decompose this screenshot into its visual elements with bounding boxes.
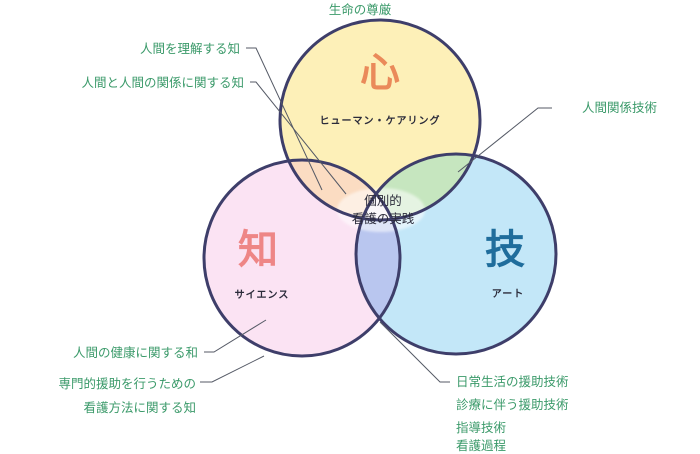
annotation-skill-1: 日常生活の援助技術 — [456, 374, 569, 389]
center-text-line1: 個別的 — [364, 193, 402, 208]
annotation-relations: 人間と人間の関係に関する知 — [81, 75, 244, 90]
annotation-relation-skill: 人間関係技術 — [582, 100, 657, 115]
top-label: 生命の尊厳 — [329, 2, 392, 17]
leader-relations — [250, 81, 347, 195]
heart-circle — [278, 18, 482, 222]
annotation-skill-4: 看護過程 — [456, 438, 507, 453]
center-text-line2: 看護の実践 — [352, 211, 415, 226]
knowledge-kanji: 知 — [238, 226, 278, 273]
annotation-understanding: 人間を理解する知 — [140, 41, 240, 56]
knowledge-subtitle: サイエンス — [235, 289, 290, 301]
leader-understanding — [246, 47, 323, 191]
heart-subtitle: ヒューマン・ケアリング — [320, 114, 441, 127]
annotation-skill-3: 指導技術 — [456, 420, 506, 435]
leader-health — [204, 319, 267, 353]
skill-kanji: 技 — [485, 226, 525, 273]
skill-circle — [354, 152, 558, 356]
annotation-nursing-knowledge-2: 看護方法に関する知 — [83, 400, 196, 415]
leader-skills — [379, 321, 450, 383]
center-glow — [337, 188, 425, 232]
annotation-skill-2: 診療に伴う援助技術 — [456, 397, 569, 412]
annotation-nursing-knowledge-1: 専門的援助を行うための — [58, 376, 196, 391]
annotation-health: 人間の健康に関する和 — [73, 345, 198, 360]
leader-relation-skill — [457, 107, 552, 173]
skill-subtitle: アート — [492, 288, 524, 300]
knowledge-circle — [202, 158, 402, 358]
heart-kanji: 心 — [360, 49, 400, 96]
leader-nursing-knowledge — [200, 355, 265, 383]
